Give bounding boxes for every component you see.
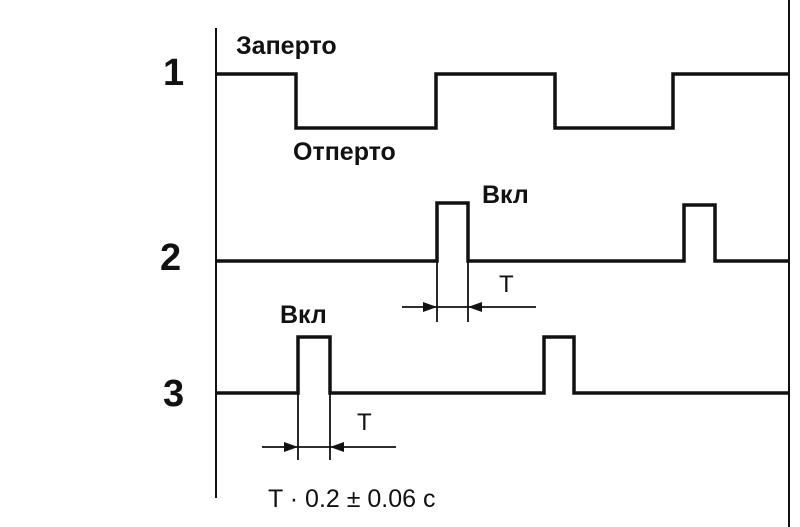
signal-2-dim-arrow-left [468,302,482,312]
signal-3-number: 3 [163,373,184,415]
signal-2-waveform [216,201,789,263]
signal-2-number: 2 [160,237,181,279]
signal-3-waveform [216,335,789,395]
signal-2-dim-label: T [499,271,514,298]
period-formula: T · 0.2 ± 0.06 с [268,485,436,513]
signal-1-waveform [216,72,789,130]
signal-1-number: 1 [163,52,184,94]
signal-2-on-label: Вкл [482,181,529,209]
signal-3-dim-label: T [357,409,372,436]
signal-1-locked-label: Заперто [236,32,337,60]
signal-3-dim-arrow-right [284,442,298,452]
signal-1-unlocked-label: Отперто [293,138,396,166]
signal-3-dim-arrow-left [330,442,344,452]
signal-2-dim-arrow-right [423,302,437,312]
signal-3-on-label: Вкл [280,301,327,329]
